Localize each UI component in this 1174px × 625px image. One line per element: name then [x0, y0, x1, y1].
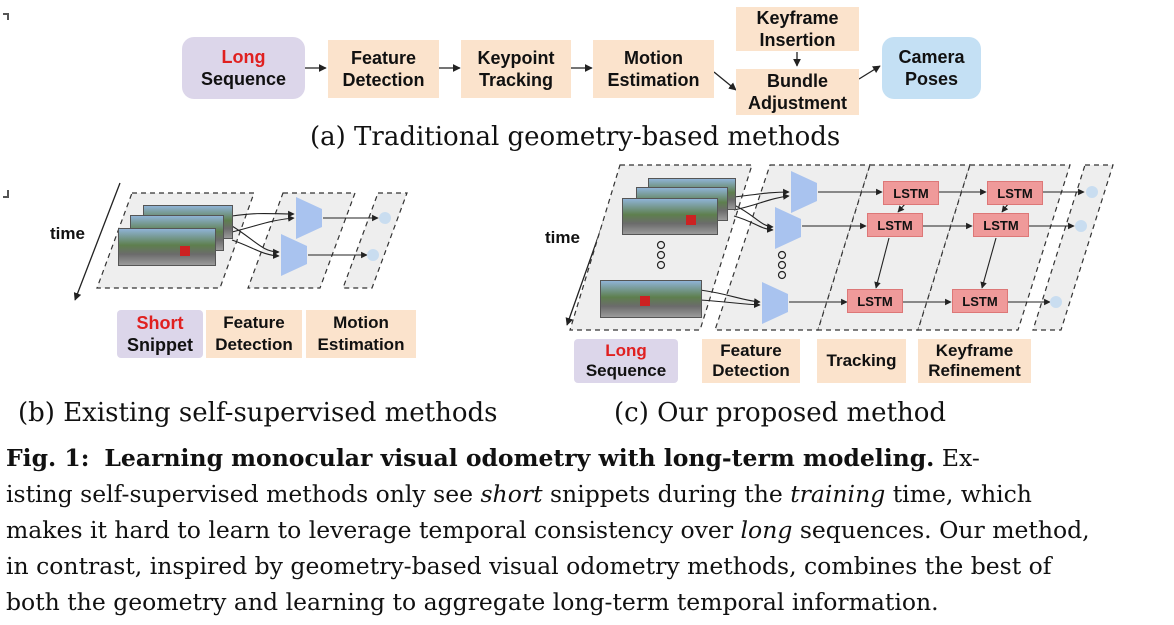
- tracking-label: Tracking: [826, 351, 897, 370]
- caption-text: time, which: [885, 480, 1032, 508]
- encoder-shape: [791, 171, 817, 213]
- time-label-b: time: [50, 224, 85, 243]
- camera-poses-line-2: Poses: [904, 69, 959, 89]
- lstm-label: LSTM: [877, 217, 913, 233]
- feature-detection-c-line-1: Feature: [720, 341, 782, 360]
- lstm-cell-refine-1: LSTM: [987, 181, 1043, 205]
- lstm-label: LSTM: [962, 293, 998, 309]
- encoder-shape: [281, 234, 307, 276]
- bundle-adjustment-box: Bundle Adjustment: [736, 69, 859, 115]
- feature-detection-line-2: Detection: [342, 70, 425, 90]
- caption-line-1: Fig. 1: Learning monocular visual odomet…: [6, 440, 1168, 476]
- sequence-word-c: Sequence: [585, 361, 667, 380]
- keyframe-insertion-box: Keyframe Insertion: [736, 7, 859, 51]
- short-word: Short: [136, 313, 184, 333]
- feature-detection-b-line-2: Detection: [215, 335, 293, 354]
- long-word: Long: [221, 47, 266, 67]
- caption-line-4: in contrast, inspired by geometry-based …: [6, 552, 1052, 580]
- keyframe-refinement-box: Keyframe Refinement: [918, 339, 1031, 383]
- caption-text: sequences. Our method,: [792, 516, 1090, 544]
- feature-detection-c-line-2: Detection: [712, 361, 790, 380]
- encoder-shape: [775, 207, 801, 249]
- short-snippet-box: Short Snippet: [117, 310, 203, 358]
- lstm-cell-refine-2: LSTM: [973, 213, 1029, 237]
- feature-detection-b-line-1: Feature: [223, 313, 285, 332]
- motion-estimation-b-line-2: Estimation: [317, 335, 405, 354]
- lstm-label: LSTM: [997, 185, 1033, 201]
- keypoint-tracking-line-1: Keypoint: [477, 48, 555, 68]
- video-frame: [622, 198, 718, 235]
- time-arrow: [73, 182, 121, 301]
- encoder-shape: [296, 197, 322, 239]
- video-frame: [600, 280, 702, 318]
- ellipsis-dots: [656, 240, 787, 280]
- red-car: [640, 296, 650, 306]
- camera-poses-box: Camera Poses: [882, 37, 981, 99]
- encoder-shape: [762, 282, 788, 324]
- caption-text: makes it hard to learn to leverage tempo…: [6, 516, 741, 544]
- lstm-label: LSTM: [893, 185, 929, 201]
- long-sequence-box-c: Long Sequence: [574, 339, 678, 383]
- tracking-box: Tracking: [817, 339, 906, 383]
- bundle-adjustment-line-2: Adjustment: [748, 93, 847, 113]
- fig-title: Learning monocular visual odometry with …: [104, 444, 935, 472]
- figure-caption: Fig. 1: Learning monocular visual odomet…: [6, 440, 1168, 620]
- corner-mark: [3, 190, 9, 198]
- lstm-label: LSTM: [983, 217, 1019, 233]
- red-car: [180, 246, 190, 256]
- panel-a-arrows: [305, 52, 881, 91]
- lstm-label: LSTM: [857, 293, 893, 309]
- caption-b: (b) Existing self-supervised methods: [18, 398, 498, 428]
- keyframe-refinement-line-1: Keyframe: [935, 341, 1014, 360]
- feature-detection-box-c: Feature Detection: [702, 339, 800, 383]
- sequence-word: Sequence: [200, 69, 287, 89]
- caption-c: (c) Our proposed method: [614, 398, 947, 428]
- motion-estimation-b-line-1: Motion: [333, 313, 389, 332]
- caption-a: (a) Traditional geometry-based methods: [310, 122, 841, 152]
- keypoint-tracking-line-2: Tracking: [478, 70, 554, 90]
- lstm-cell-tracking-2: LSTM: [867, 213, 923, 237]
- fig-label: Fig. 1:: [6, 444, 90, 472]
- camera-poses-line-1: Camera: [898, 47, 965, 67]
- lstm-cell-refine-3: LSTM: [952, 289, 1008, 313]
- red-car: [686, 215, 696, 225]
- caption-text: isting self-supervised methods only see: [6, 480, 481, 508]
- keyframe-refinement-line-2: Refinement: [928, 361, 1021, 380]
- video-frame: [118, 228, 216, 266]
- feature-detection-box-b: Feature Detection: [206, 310, 302, 358]
- motion-estimation-line-1: Motion: [624, 48, 683, 68]
- motion-estimation-box-b: Motion Estimation: [306, 310, 416, 358]
- motion-estimation-box: Motion Estimation: [593, 40, 714, 98]
- motion-estimation-line-2: Estimation: [607, 70, 700, 90]
- feature-detection-line-1: Feature: [350, 48, 417, 68]
- lstm-cell-tracking-3: LSTM: [847, 289, 903, 313]
- lstm-cell-tracking-1: LSTM: [883, 181, 939, 205]
- keyframe-insertion-line-1: Keyframe: [756, 8, 839, 28]
- emphasis-training: training: [790, 480, 886, 508]
- caption-line-5: both the geometry and learning to aggreg…: [6, 588, 939, 616]
- keyframe-insertion-line-2: Insertion: [759, 30, 836, 50]
- caption-line-3: makes it hard to learn to leverage tempo…: [6, 512, 1168, 548]
- emphasis-short: short: [480, 480, 543, 508]
- caption-line-2: isting self-supervised methods only see …: [6, 476, 1168, 512]
- feature-detection-box: Feature Detection: [328, 40, 439, 98]
- bundle-adjustment-line-1: Bundle: [767, 71, 828, 91]
- caption-text: Ex-: [941, 444, 980, 472]
- snippet-word: Snippet: [127, 335, 193, 355]
- caption-text: snippets during the: [542, 480, 791, 508]
- long-word-c: Long: [605, 341, 647, 360]
- keypoint-tracking-box: Keypoint Tracking: [461, 40, 571, 98]
- corner-mark: [3, 13, 9, 20]
- time-label-c: time: [545, 228, 580, 247]
- emphasis-long: long: [740, 516, 793, 544]
- long-sequence-box: Long Sequence: [182, 37, 305, 99]
